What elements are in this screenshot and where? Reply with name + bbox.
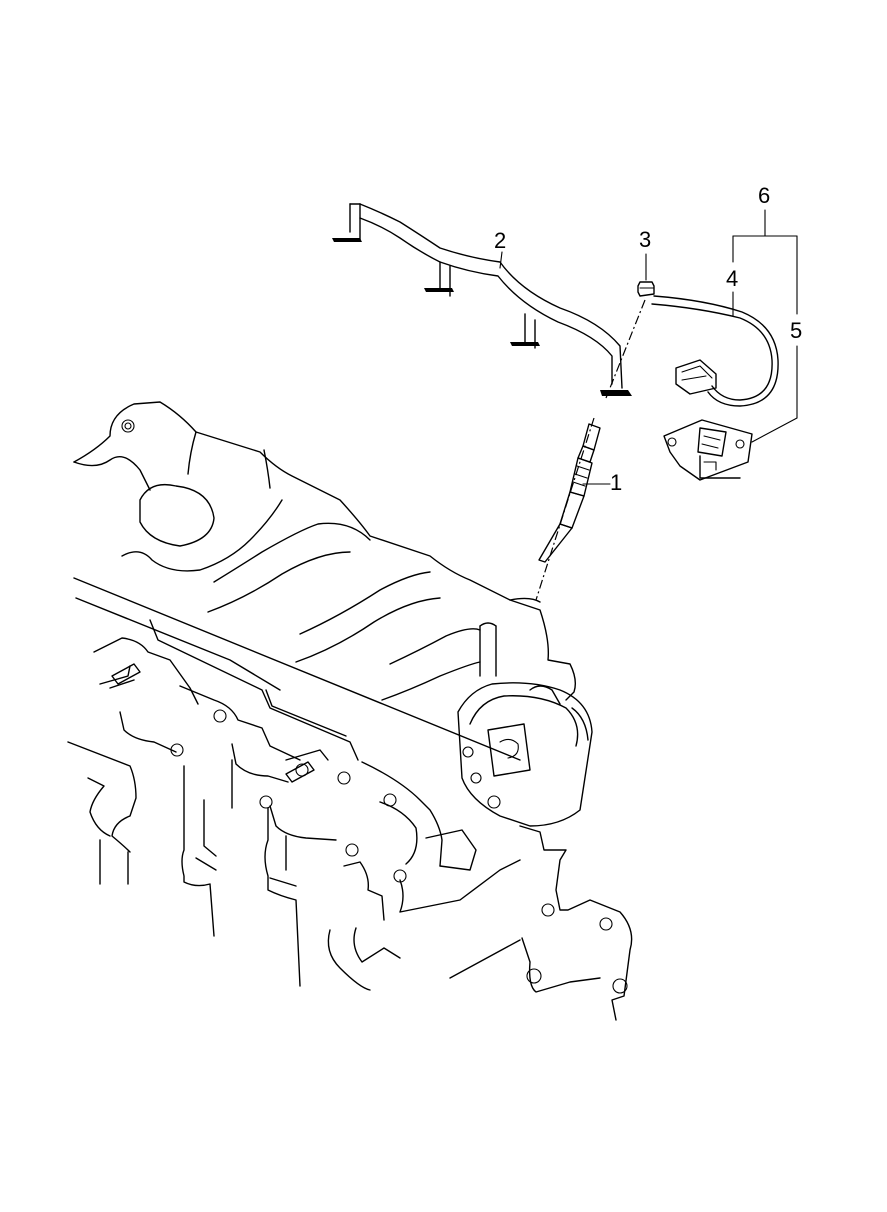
installation-axis-line	[535, 299, 646, 601]
callout-6: 6	[758, 183, 770, 208]
callout-3: 3	[639, 227, 651, 252]
callout-2: 2	[494, 228, 506, 253]
callout-labels: 1 2 3 4 5 6	[494, 183, 802, 495]
callout-1: 1	[610, 470, 622, 495]
wiring-lead	[651, 291, 779, 407]
glow-plug-harness	[332, 203, 632, 396]
glow-plug	[538, 423, 611, 563]
bracket	[663, 345, 798, 481]
engine-block	[67, 401, 633, 1021]
nut	[637, 253, 655, 297]
group-bracket-6	[732, 209, 798, 315]
callout-4: 4	[726, 266, 738, 291]
callout-5: 5	[790, 318, 802, 343]
